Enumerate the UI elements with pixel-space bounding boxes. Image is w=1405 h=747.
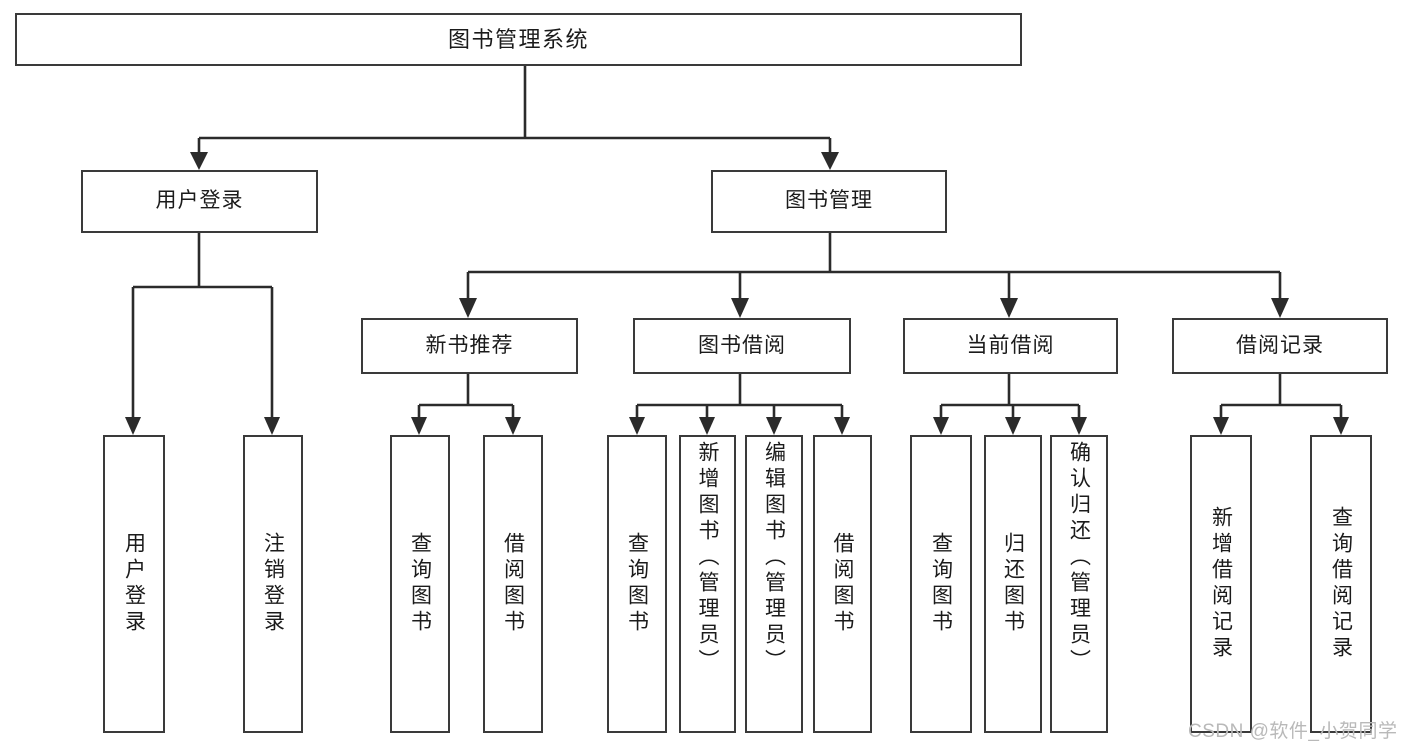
node-label: 借阅图书: [501, 532, 525, 636]
leaf-query-borrow-record[interactable]: 查询借阅记录: [1310, 435, 1372, 733]
node-borrow-record[interactable]: 借阅记录: [1172, 318, 1388, 374]
node-label: 图书管理: [785, 189, 873, 213]
leaf-query-book-borrow[interactable]: 查询图书: [607, 435, 667, 733]
leaf-borrow-book-recommend[interactable]: 借阅图书: [483, 435, 543, 733]
node-label: 借阅图书: [831, 532, 854, 636]
node-new-book-recommend[interactable]: 新书推荐: [361, 318, 578, 374]
node-label: 编辑图书（管理员）: [762, 441, 786, 675]
node-label: 当前借阅: [966, 333, 1055, 357]
node-label: 用户登录: [155, 189, 244, 213]
node-label: 图书借阅: [698, 333, 786, 357]
node-label: 图书管理系统: [447, 26, 589, 52]
leaf-user-logout[interactable]: 注销登录: [243, 435, 303, 733]
node-label: 查询图书: [625, 532, 649, 636]
node-label: 确认归还（管理员）: [1067, 441, 1091, 675]
leaf-confirm-return-admin[interactable]: 确认归还（管理员）: [1050, 435, 1108, 733]
node-label: 查询图书: [408, 532, 432, 636]
leaf-query-book-recommend[interactable]: 查询图书: [390, 435, 450, 733]
leaf-add-borrow-record[interactable]: 新增借阅记录: [1190, 435, 1252, 733]
node-label: 用户登录: [122, 532, 146, 636]
node-label: 新增借阅记录: [1209, 506, 1233, 662]
csdn-watermark: CSDN @软件_小贺同学: [1188, 721, 1398, 742]
node-label: 新增图书（管理员）: [696, 441, 719, 675]
node-book-manage[interactable]: 图书管理: [711, 170, 947, 233]
leaf-return-book[interactable]: 归还图书: [984, 435, 1042, 733]
node-label: 借阅记录: [1236, 333, 1324, 357]
node-label: 注销登录: [261, 532, 285, 636]
leaf-query-book-current[interactable]: 查询图书: [910, 435, 972, 733]
leaf-edit-book-admin[interactable]: 编辑图书（管理员）: [745, 435, 803, 733]
node-label: 新书推荐: [425, 333, 514, 357]
node-label: 查询借阅记录: [1329, 506, 1353, 662]
leaf-borrow-book-borrow[interactable]: 借阅图书: [813, 435, 872, 733]
node-current-borrow[interactable]: 当前借阅: [903, 318, 1118, 374]
node-label: 归还图书: [1001, 532, 1025, 636]
node-user-login[interactable]: 用户登录: [81, 170, 318, 233]
node-label: 查询图书: [929, 532, 953, 636]
leaf-add-book-admin[interactable]: 新增图书（管理员）: [679, 435, 736, 733]
node-book-borrow[interactable]: 图书借阅: [633, 318, 851, 374]
node-root-system[interactable]: 图书管理系统: [15, 13, 1022, 66]
leaf-user-login[interactable]: 用户登录: [103, 435, 165, 733]
